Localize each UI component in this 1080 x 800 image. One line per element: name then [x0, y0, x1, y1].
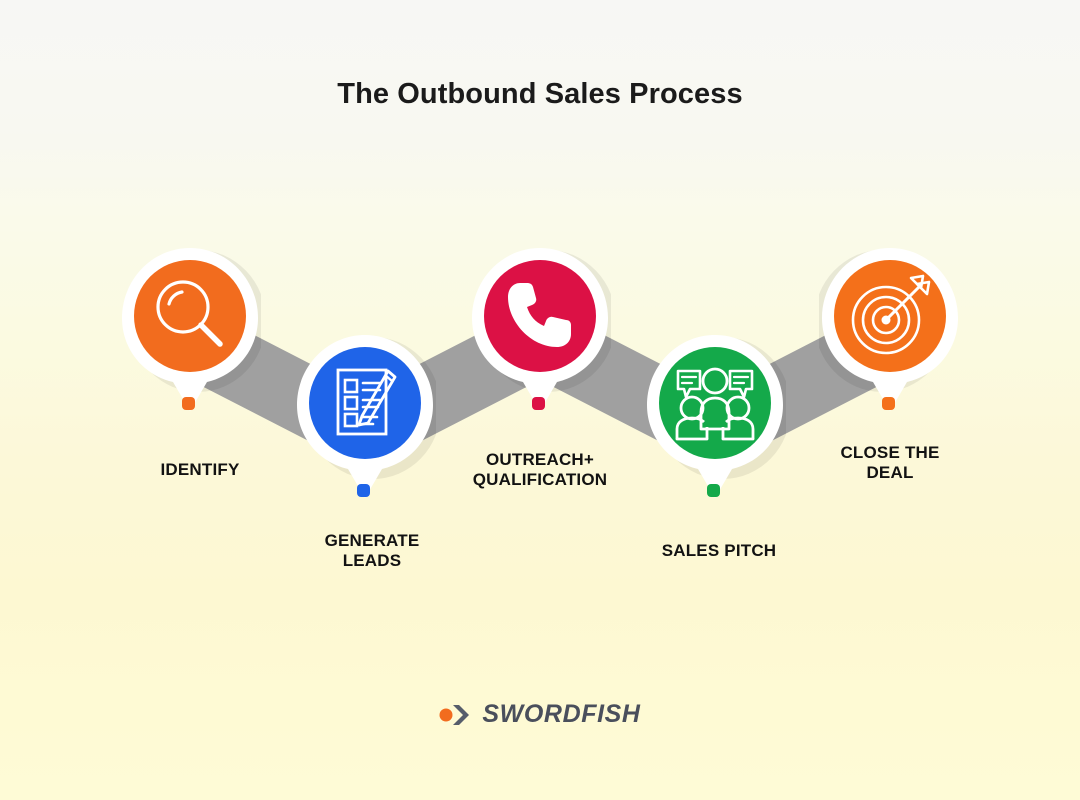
step-pin-close-the-deal[interactable] — [819, 245, 961, 427]
target-arrow-icon — [851, 274, 931, 355]
magnifier-icon — [156, 280, 223, 347]
pin-dot — [882, 397, 895, 410]
step-pin-sales-pitch[interactable] — [644, 332, 786, 514]
checklist-pen-icon — [336, 368, 397, 436]
step-pin-outreach-qualification[interactable] — [469, 245, 611, 427]
step-pin-generate-leads[interactable] — [294, 332, 436, 514]
swordfish-mark-icon — [439, 704, 470, 725]
step-pin-identify[interactable] — [119, 245, 261, 427]
pin-dot — [357, 484, 370, 497]
group-discussion-icon — [675, 367, 755, 441]
step-label-generate-leads: GENERATE LEADS — [324, 531, 420, 570]
page-title: The Outbound Sales Process — [337, 78, 743, 110]
brand-logo: SWORDFISH — [0, 700, 1080, 729]
pin-body — [647, 335, 783, 498]
step-label-sales-pitch: SALES PITCH — [661, 541, 777, 560]
swordfish-wordmark: SWORDFISH — [482, 700, 641, 728]
pin-dot — [182, 397, 195, 410]
step-label-close-the-deal: CLOSE THE DEAL — [840, 443, 940, 482]
phone-handset-icon — [508, 283, 571, 347]
step-label-outreach-qualification: OUTREACH+ QUALIFICATION — [472, 450, 608, 489]
step-label-identify: IDENTIFY — [160, 460, 240, 479]
pin-dot — [532, 397, 545, 410]
pin-dot — [707, 484, 720, 497]
